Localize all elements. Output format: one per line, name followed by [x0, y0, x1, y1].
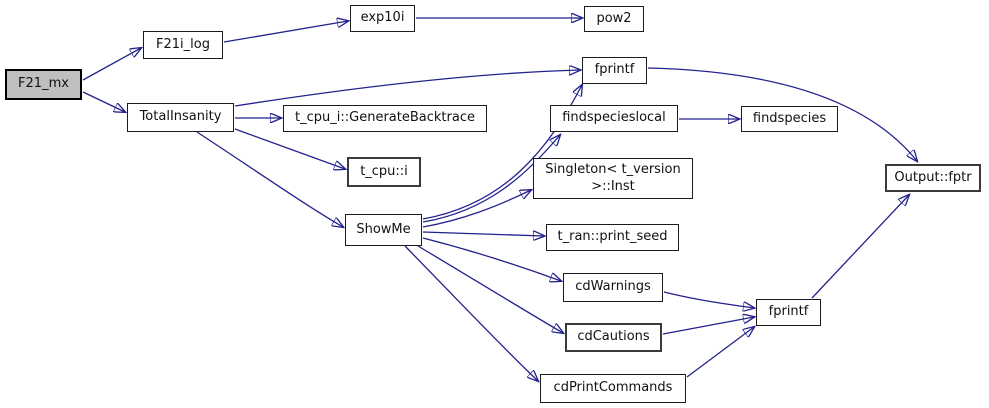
node-output-fptr[interactable]: Output::fptr — [885, 164, 981, 192]
node-totalinsanity[interactable]: TotalInsanity — [127, 103, 234, 132]
node-f21-mx[interactable]: F21_mx — [5, 69, 82, 100]
edge-showme-findspecieslocal — [422, 135, 560, 223]
node-f21i-log[interactable]: F21i_log — [143, 31, 223, 59]
node-cdcautions[interactable]: cdCautions — [565, 323, 662, 352]
node-fprintf-top[interactable]: fprintf — [582, 57, 647, 84]
node-exp10i[interactable]: exp10i — [350, 5, 415, 32]
node-cdwarnings[interactable]: cdWarnings — [563, 273, 663, 302]
edge-f21mx-f21ilog — [82, 48, 141, 81]
node-singleton-inst[interactable]: Singleton< t_version >::Inst — [533, 158, 693, 199]
node-findspecieslocal[interactable]: findspecieslocal — [550, 105, 678, 132]
node-pow2[interactable]: pow2 — [584, 6, 644, 32]
edge-cdprintcommands-fprintf2 — [686, 327, 754, 378]
node-t-cpu-i-label: t_cpu::i — [360, 163, 408, 179]
edge-totalinsanity-tcpui — [234, 128, 345, 169]
edge-f21ilog-exp10i — [223, 21, 348, 43]
edge-f21mx-totalinsanity — [82, 91, 125, 112]
node-showme[interactable]: ShowMe — [345, 214, 422, 246]
node-cdwarnings-label: cdWarnings — [575, 279, 651, 295]
node-print-seed-label: t_ran::print_seed — [557, 229, 668, 245]
edge-cdcautions-fprintf2 — [662, 317, 754, 335]
edge-showme-singleton — [422, 190, 531, 228]
node-findspecieslocal-label: findspecieslocal — [562, 110, 666, 126]
node-showme-label: ShowMe — [356, 221, 411, 237]
edge-totalinsanity-fprintf — [234, 70, 580, 107]
edge-showme-cdprintcommands — [404, 245, 538, 381]
node-fprintf-bottom-label: fprintf — [768, 304, 809, 320]
node-cdprintcommands[interactable]: cdPrintCommands — [540, 374, 686, 403]
node-fprintf-top-label: fprintf — [594, 62, 635, 78]
node-generate-backtrace[interactable]: t_cpu_i::GenerateBacktrace — [283, 105, 487, 132]
node-singleton-inst-label: Singleton< t_version >::Inst — [545, 162, 681, 194]
node-findspecies[interactable]: findspecies — [741, 106, 838, 132]
edge-fprintf-outputfptr — [647, 67, 917, 161]
edge-totalinsanity-showme — [196, 131, 343, 227]
node-cdprintcommands-label: cdPrintCommands — [553, 380, 673, 396]
node-t-cpu-i[interactable]: t_cpu::i — [347, 157, 421, 187]
edge-showme-printseed — [422, 232, 544, 236]
edge-showme-cdcautions — [417, 245, 563, 333]
node-exp10i-label: exp10i — [360, 10, 405, 26]
edge-cdwarnings-fprintf2 — [663, 291, 754, 308]
node-f21-mx-label: F21_mx — [18, 76, 69, 92]
node-fprintf-bottom[interactable]: fprintf — [756, 299, 821, 326]
node-f21i-log-label: F21i_log — [156, 36, 210, 52]
node-pow2-label: pow2 — [596, 10, 632, 26]
node-output-fptr-label: Output::fptr — [894, 169, 972, 185]
edge-showme-cdwarnings — [422, 237, 561, 281]
edge-fprintf2-outputfptr — [811, 195, 909, 299]
node-generate-backtrace-label: t_cpu_i::GenerateBacktrace — [295, 110, 475, 126]
node-totalinsanity-label: TotalInsanity — [139, 109, 222, 125]
node-findspecies-label: findspecies — [752, 110, 827, 126]
node-cdcautions-label: cdCautions — [577, 329, 650, 345]
node-print-seed[interactable]: t_ran::print_seed — [546, 224, 679, 251]
